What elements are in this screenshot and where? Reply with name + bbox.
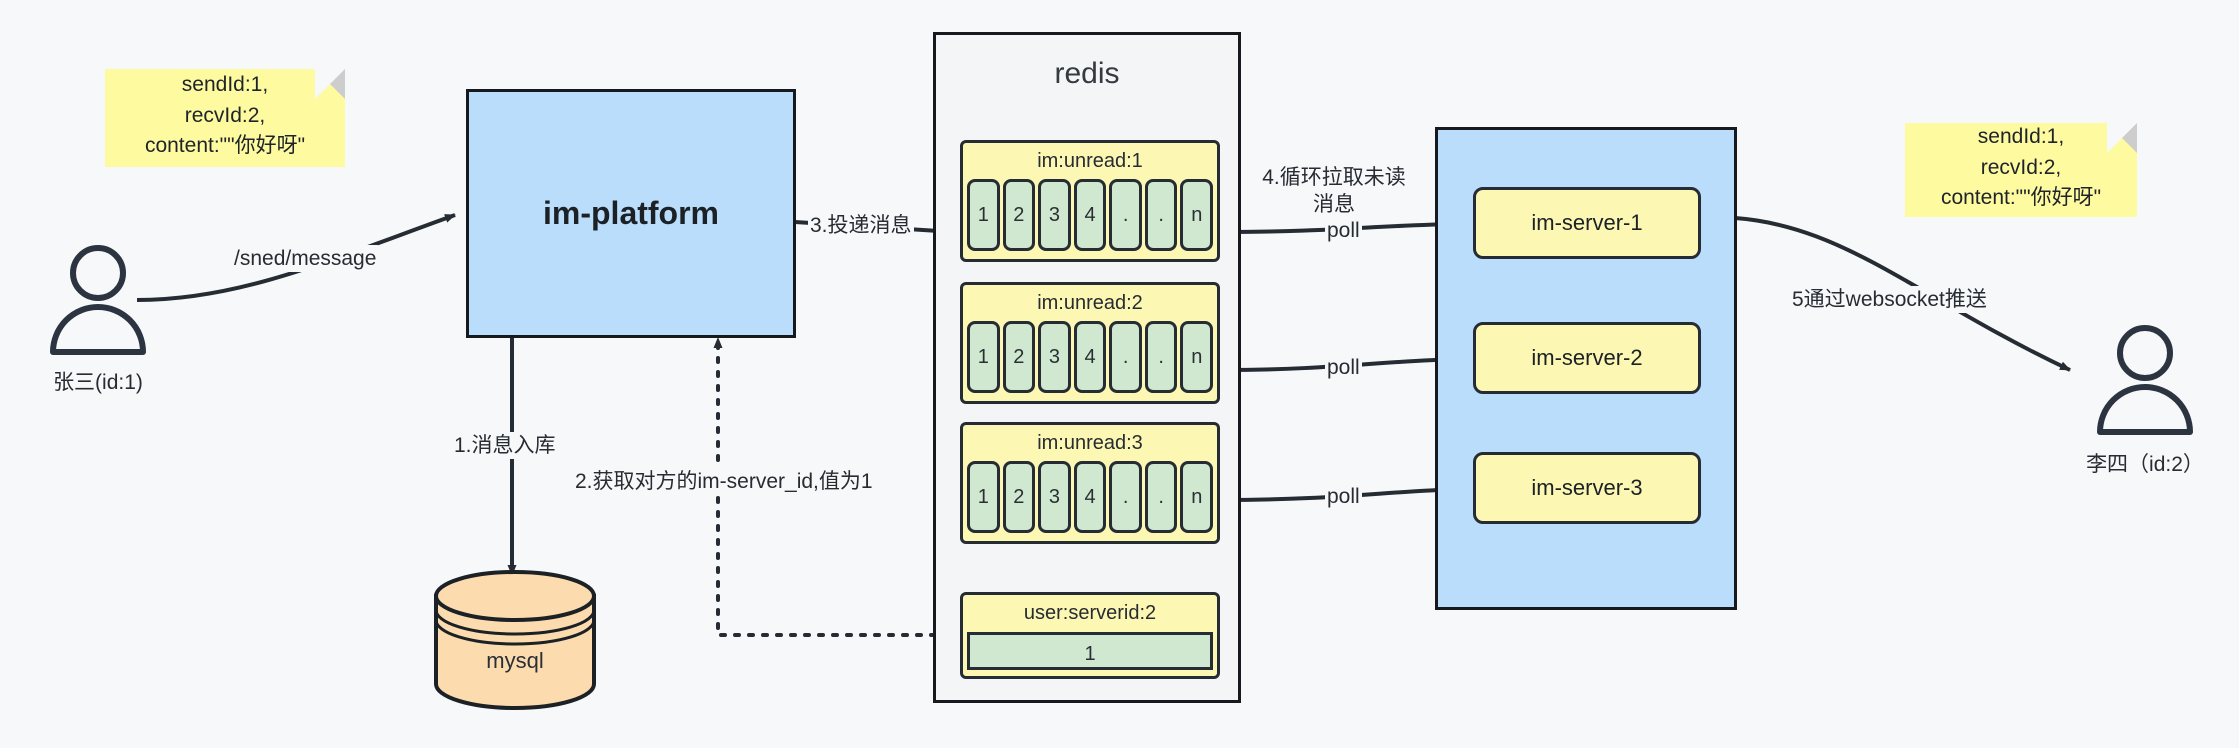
redis-list-0[interactable]: im:unread:1 1 2 3 4 . . n: [960, 140, 1220, 262]
im-server-1-label: im-server-1: [1531, 210, 1643, 235]
im-server-2-label: im-server-2: [1531, 345, 1643, 370]
redis-list-2[interactable]: im:unread:3 1 2 3 4 . . n: [960, 422, 1220, 544]
im-server-1-box[interactable]: im-server-1: [1473, 187, 1701, 259]
mysql-label: mysql: [486, 648, 544, 673]
redis-kv-block[interactable]: user:serverid:2 1: [960, 592, 1220, 679]
redis-title: redis: [1054, 57, 1120, 90]
user-icon: [2097, 325, 2193, 435]
redis-cell: .: [1109, 179, 1142, 251]
actor-sender: [38, 240, 158, 365]
mysql-database[interactable]: mysql: [430, 570, 600, 710]
edge-label-step3: 3.投递消息: [808, 212, 914, 240]
redis-cell: 3: [1038, 321, 1071, 393]
edge-label-poll-3: poll: [1325, 483, 1362, 511]
database-cylinder-icon: [434, 570, 596, 710]
note-right: sendId:1, recvId:2, content:""你好呀": [1905, 123, 2137, 217]
redis-cell: 4: [1073, 461, 1107, 533]
redis-cell: .: [1109, 461, 1142, 533]
redis-cell: 4: [1073, 179, 1107, 251]
redis-kv-value: 1: [967, 632, 1213, 670]
redis-cell: .: [1144, 321, 1178, 393]
redis-cell: 4: [1073, 321, 1107, 393]
redis-cell: n: [1180, 321, 1214, 393]
edge-label-step5: 5通过websocket推送: [1790, 286, 1989, 314]
edge-label-poll-1: poll: [1325, 217, 1362, 245]
redis-list-2-cells: 1 2 3 4 . . n: [963, 461, 1217, 537]
redis-cell: 1: [967, 179, 1000, 251]
actor-receiver-label: 李四（id:2）: [2086, 453, 2204, 476]
redis-cell: 2: [1002, 179, 1036, 251]
im-server-3-label: im-server-3: [1531, 475, 1643, 500]
redis-cell: 1: [967, 321, 1000, 393]
redis-cell: 3: [1038, 461, 1071, 533]
redis-cell: 1: [967, 461, 1000, 533]
redis-cell: 2: [1002, 461, 1036, 533]
im-server-2-box[interactable]: im-server-2: [1473, 322, 1701, 394]
edge-label-step2: 2.获取对方的im-server_id,值为1: [573, 468, 875, 496]
redis-list-1-key: im:unread:2: [1037, 292, 1143, 314]
edge-label-step1: 1.消息入库: [452, 432, 558, 460]
redis-cell: 3: [1038, 179, 1071, 251]
redis-list-0-key: im:unread:1: [1037, 150, 1143, 172]
note-right-text: sendId:1, recvId:2, content:""你好呀": [1940, 125, 2102, 210]
im-server-3-box[interactable]: im-server-3: [1473, 452, 1701, 524]
redis-list-0-cells: 1 2 3 4 . . n: [963, 179, 1217, 255]
redis-cell: .: [1109, 321, 1142, 393]
user-icon: [50, 245, 146, 355]
redis-list-1-cells: 1 2 3 4 . . n: [963, 321, 1217, 397]
actor-sender-label: 张三(id:1): [53, 371, 143, 394]
redis-cell: .: [1144, 461, 1178, 533]
im-platform-label: im-platform: [543, 195, 719, 231]
im-platform-box[interactable]: im-platform: [466, 89, 796, 338]
edge-label-step4: 4.循环拉取未读消息: [1257, 164, 1411, 219]
redis-cell: n: [1180, 179, 1214, 251]
actor-receiver: [2085, 320, 2205, 445]
redis-cell: 2: [1002, 321, 1036, 393]
redis-cell: n: [1180, 461, 1214, 533]
redis-kv-key: user:serverid:2: [1023, 602, 1157, 624]
redis-list-2-key: im:unread:3: [1037, 432, 1143, 454]
note-left-text: sendId:1, recvId:2, content:""你好呀": [144, 73, 306, 158]
note-left: sendId:1, recvId:2, content:""你好呀": [105, 69, 345, 167]
redis-cell: .: [1144, 179, 1178, 251]
edge-label-send-message: /sned/message: [232, 245, 379, 273]
redis-list-1[interactable]: im:unread:2 1 2 3 4 . . n: [960, 282, 1220, 404]
edge-label-poll-2: poll: [1325, 354, 1362, 382]
